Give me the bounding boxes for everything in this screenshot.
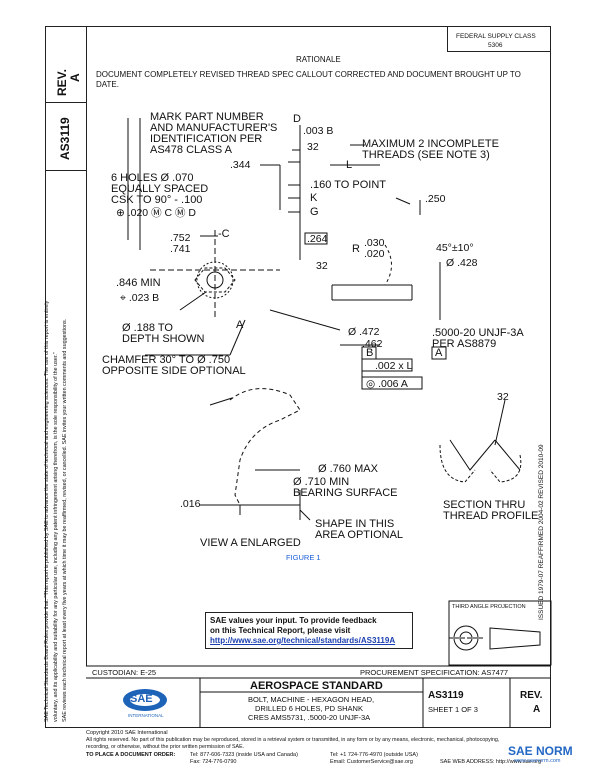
dim-462: .462	[362, 338, 383, 350]
left-strip-rule-2	[45, 170, 87, 171]
tel-1: Tel: 877-606-7323 (inside USA and Canada…	[190, 752, 298, 758]
sae-logo-sub: INTERNATIONAL	[128, 713, 164, 718]
title-doc-number: AS3119	[428, 690, 464, 701]
figure-caption: FIGURE 1	[286, 553, 321, 562]
left-strip-rule-1	[45, 102, 87, 103]
datum-C: -C	[218, 228, 230, 240]
shape-optional-1: SHAPE IN THIS	[315, 518, 395, 530]
thread-datum-A: A	[435, 347, 443, 359]
sheet-number: SHEET 1 OF 3	[428, 705, 478, 714]
watermark-text: SAE NORM	[508, 744, 573, 758]
desc-line-2: DRILLED 6 HOLES, PD SHANK	[255, 704, 363, 713]
custodian: CUSTODIAN: E-25	[92, 668, 157, 677]
dim-020: .020	[364, 248, 385, 260]
dim-G: G	[310, 206, 319, 218]
section-1: SECTION THRU	[443, 499, 526, 511]
section-2: THREAD PROFILE	[443, 510, 539, 522]
max-incomplete-2: THREADS (SEE NOTE 3)	[362, 149, 490, 161]
max-incomplete-1: MAXIMUM 2 INCOMPLETE	[362, 138, 499, 150]
title-rev-label: REV.	[520, 690, 543, 701]
dim-344: .344	[230, 159, 251, 171]
dim-32c: 32	[497, 391, 509, 403]
radius-R: R	[352, 243, 360, 255]
sae-logo-text: SAE	[130, 693, 153, 705]
hole-tolerance: ⊕ .020 Ⓜ C Ⓜ D	[116, 207, 196, 219]
mark-part-line-4: AS478 CLASS A	[150, 144, 232, 156]
bearing-2: BEARING SURFACE	[293, 487, 398, 499]
feedback-url-link[interactable]: http://www.sae.org/technical/standards/A…	[210, 636, 396, 645]
thread-spec-1: .5000-20 UNJF-3A	[432, 327, 524, 339]
mark-part-line-1: MARK PART NUMBER	[150, 111, 264, 123]
dim-264: .264	[307, 233, 328, 245]
dim-188-2: DEPTH SHOWN	[122, 333, 205, 345]
fed-class-label: FEDERAL SUPPLY CLASS	[456, 33, 536, 40]
fed-class-box	[447, 26, 551, 52]
dim-32b: 32	[316, 260, 328, 272]
dim-016: .016	[180, 498, 201, 510]
rationale-text: DOCUMENT COMPLETELY REVISED THREAD SPEC …	[96, 70, 521, 89]
sae-logo-mark	[123, 689, 167, 711]
dim-846: .846 MIN	[116, 277, 161, 289]
rights-line-2: recording, or otherwise, without the pri…	[86, 744, 245, 750]
datum-B: B	[366, 347, 374, 359]
datum-D: D	[293, 113, 301, 125]
dim-K: K	[310, 192, 318, 204]
web-address: SAE WEB ADDRESS: http://www.sae.org	[440, 759, 542, 765]
projection-label: THIRD ANGLE PROJECTION	[452, 604, 526, 610]
desc-line-1: BOLT, MACHINE - HEXAGON HEAD,	[248, 695, 375, 704]
dim-L: L	[346, 159, 353, 171]
left-strip-divider	[86, 26, 87, 666]
rights-line-1: All rights reserved. No part of this pub…	[86, 737, 500, 743]
dim-741: .741	[170, 243, 191, 255]
email: Email: CustomerService@sae.org	[330, 759, 413, 765]
holes-line-1: 6 HOLES Ø .070	[111, 172, 194, 184]
bearing-1: Ø .710 MIN	[293, 476, 350, 488]
angle-45: 45°±10°	[436, 242, 474, 254]
page-border	[45, 26, 551, 728]
procurement-spec: PROCUREMENT SPECIFICATION: AS7477	[360, 668, 509, 677]
feedback-box	[205, 612, 413, 649]
ref-A: A	[236, 319, 244, 331]
dim-006: ◎ .006 A	[366, 378, 408, 390]
chamfer-1: CHAMFER 30° TO Ø .750	[102, 354, 231, 366]
copyright: Copyright 2010 SAE International	[86, 730, 168, 736]
dim-003: .003 B	[303, 125, 334, 137]
fed-class-value: 5306	[488, 42, 503, 49]
dim-023: ⌖ .023 B	[120, 292, 160, 304]
rationale-title: RATIONALE	[296, 55, 341, 64]
order-label: TO PLACE A DOCUMENT ORDER:	[86, 752, 176, 758]
holes-line-2: EQUALLY SPACED	[111, 183, 209, 195]
chamfer-2: OPPOSITE SIDE OPTIONAL	[102, 365, 246, 377]
desc-line-3: CRES AMS5731, .5000-20 UNJF-3A	[248, 713, 371, 722]
dia-760: Ø .760 MAX	[318, 463, 378, 475]
dia-472: Ø .472	[348, 326, 380, 338]
feedback-line-2: on this Technical Report, please visit	[210, 626, 351, 635]
dim-030: .030	[364, 237, 385, 249]
aerospace-standard: AEROSPACE STANDARD	[250, 680, 383, 692]
title-rev-value: A	[533, 704, 541, 715]
watermark-sub: www.saenorm.com	[514, 758, 561, 764]
mark-part-line-3: IDENTIFICATION PER	[150, 133, 263, 145]
dim-188-1: Ø .188 TO	[122, 322, 173, 334]
mark-part-line-2: AND MANUFACTURER'S	[150, 122, 278, 134]
dim-32a: 32	[307, 141, 319, 153]
dim-002: .002 x L	[375, 360, 413, 372]
dim-250: .250	[425, 193, 446, 205]
fax: Fax: 724-776-0790	[190, 759, 237, 765]
dim-160: .160 TO POINT	[310, 179, 387, 191]
shape-optional-2: AREA OPTIONAL	[315, 529, 404, 541]
dia-428: Ø .428	[446, 257, 478, 269]
tel-2: Tel: +1 724-776-4970 (outside USA)	[330, 752, 418, 758]
dim-752: .752	[170, 232, 191, 244]
holes-line-3: CSK TO 90° - .100	[111, 194, 203, 206]
feedback-line-1: SAE values your input. To provide feedba…	[210, 616, 377, 625]
thread-spec-2: PER AS8879	[432, 338, 497, 350]
view-a-label: VIEW A ENLARGED	[200, 537, 301, 549]
